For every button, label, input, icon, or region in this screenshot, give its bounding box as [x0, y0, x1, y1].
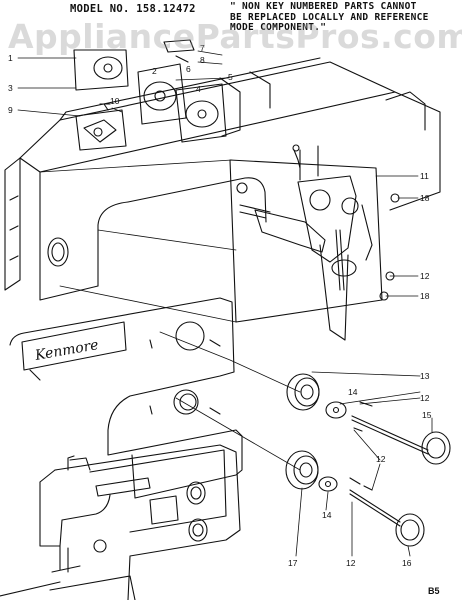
callout-3: 3 — [8, 83, 13, 93]
inset-parts — [73, 39, 227, 151]
callout-12b: 12 — [420, 393, 430, 403]
callout-4: 4 — [196, 84, 201, 94]
callout-18b: 18 — [420, 291, 430, 301]
kenmore-brand-label: Kenmore — [33, 337, 100, 364]
parts-note: " NON KEY NUMBERED PARTS CANNOT BE REPLA… — [230, 1, 460, 34]
model-number: MODEL NO. 158.12472 — [70, 3, 196, 15]
callout-12d: 12 — [346, 558, 356, 568]
page-code: B5 — [428, 586, 440, 596]
sewing-machine-illustration — [0, 444, 241, 600]
parts-note-line-1: " NON KEY NUMBERED PARTS CANNOT — [230, 1, 417, 12]
callout-12a: 12 — [420, 271, 430, 281]
parts-note-line-2: BE REPLACED LOCALLY AND REFERENCE — [230, 11, 429, 23]
leader-lines — [17, 50, 433, 557]
callout-14b: 14 — [322, 510, 332, 520]
callout-2: 2 — [152, 66, 157, 76]
callout-5: 5 — [228, 72, 233, 82]
front-cover-plate — [9, 297, 243, 499]
callout-11: 11 — [420, 171, 429, 181]
callout-1: 1 — [8, 53, 13, 63]
machine-housing — [4, 57, 441, 301]
callout-15: 15 — [422, 410, 432, 420]
callout-17: 17 — [288, 558, 298, 568]
parts-note-line-3: MODE COMPONENT." — [230, 22, 327, 33]
callout-7: 7 — [200, 43, 205, 53]
callout-16: 16 — [402, 558, 412, 568]
callout-13: 13 — [420, 371, 430, 381]
callout-6: 6 — [186, 64, 191, 74]
callout-18a: 18 — [420, 193, 430, 203]
callout-8: 8 — [200, 55, 205, 65]
callout-14a: 14 — [348, 387, 358, 397]
callout-numbers: 1 7 8 6 2 5 3 4 9 10 11 18 12 18 13 14 1… — [8, 43, 432, 568]
callout-12c: 12 — [376, 454, 386, 464]
callout-10: 10 — [110, 96, 120, 106]
mechanism-frame — [229, 144, 383, 341]
callout-9: 9 — [8, 105, 13, 115]
dial-knobs — [285, 373, 451, 547]
